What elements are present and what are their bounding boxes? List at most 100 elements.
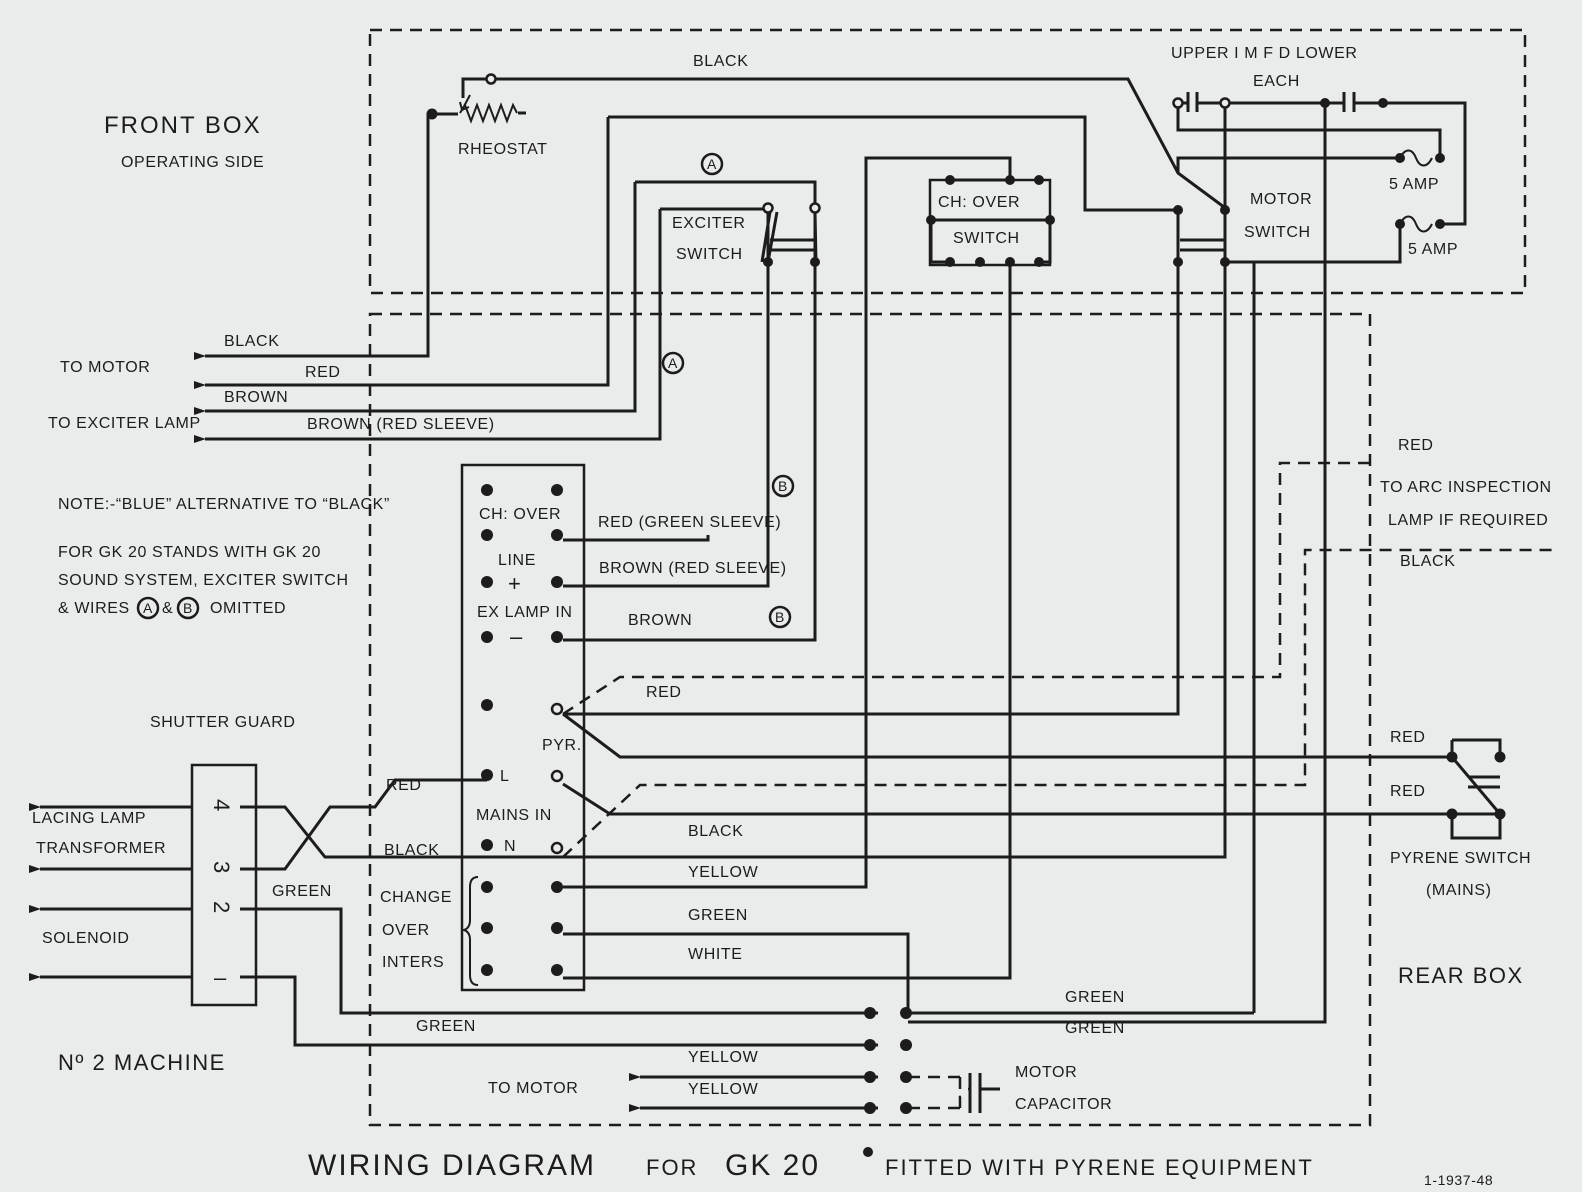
green-label-2: GREEN bbox=[1065, 1020, 1125, 1037]
rear-box: REAR BOX RED TO ARC INSPECTION LAMP IF R… bbox=[1380, 437, 1551, 988]
motor-switch bbox=[1176, 212, 1227, 262]
arc-inspection-2: LAMP IF REQUIRED bbox=[1388, 512, 1548, 529]
yellow-label-2: YELLOW bbox=[688, 1081, 759, 1098]
svg-text:B: B bbox=[183, 600, 193, 616]
rear-red-2: RED bbox=[1390, 783, 1426, 800]
yellow-label-1: YELLOW bbox=[688, 1049, 759, 1066]
capacitor-lower bbox=[1342, 92, 1356, 112]
tb-ex-lamp-in: EX LAMP IN bbox=[477, 604, 573, 621]
to-motor-bottom: TO MOTOR bbox=[488, 1080, 578, 1097]
rear-red-top: RED bbox=[1398, 437, 1434, 454]
title-model: GK 20 bbox=[725, 1149, 820, 1182]
front-box-title: FRONT BOX bbox=[104, 112, 262, 139]
wire-red: RED bbox=[646, 684, 682, 701]
transformer-label: TRANSFORMER bbox=[36, 840, 166, 857]
tb-ch-over: CH: OVER bbox=[479, 506, 561, 523]
fuse-upper-label: 5 AMP bbox=[1389, 176, 1439, 193]
front-box-subtitle: OPERATING SIDE bbox=[121, 154, 264, 171]
motor-capacitor-label-2: CAPACITOR bbox=[1015, 1096, 1112, 1113]
title-for: FOR bbox=[646, 1155, 698, 1180]
wire-green: GREEN bbox=[688, 907, 748, 924]
black-wire-label: BLACK bbox=[693, 53, 748, 70]
rear-black: BLACK bbox=[1400, 553, 1455, 570]
tb-change: CHANGE bbox=[380, 889, 452, 906]
motor-switch-label-2: SWITCH bbox=[1244, 224, 1311, 241]
terminal-3: 3 bbox=[209, 861, 234, 875]
rheostat-label: RHEOSTAT bbox=[458, 141, 548, 158]
notes: NOTE:-“BLUE” ALTERNATIVE TO “BLACK” FOR … bbox=[58, 496, 390, 620]
title-main: WIRING DIAGRAM bbox=[308, 1149, 596, 1182]
solenoid-label: SOLENOID bbox=[42, 930, 130, 947]
rear-red-1: RED bbox=[1390, 729, 1426, 746]
note-line-4a: & WIRES bbox=[58, 600, 130, 617]
machine: Nº 2 MACHINE GREEN GREEN GREEN YELLOW YE… bbox=[58, 989, 1125, 1113]
exciter-switch bbox=[760, 211, 818, 263]
svg-text:B: B bbox=[775, 609, 785, 625]
to-exciter-lamp-label: TO EXCITER LAMP bbox=[48, 415, 201, 432]
svg-text:A: A bbox=[707, 156, 717, 172]
sg-black-label: BLACK bbox=[384, 842, 439, 859]
fuse-upper bbox=[1399, 149, 1433, 167]
shutter-guard-title: SHUTTER GUARD bbox=[150, 714, 296, 731]
svg-text:A: A bbox=[143, 600, 153, 616]
title-dot bbox=[863, 1147, 873, 1157]
ch-over-switch bbox=[928, 178, 1052, 267]
wire-red-green-sleeve: RED (GREEN SLEEVE) bbox=[598, 514, 781, 531]
pyrene-switch-label-1: PYRENE SWITCH bbox=[1390, 850, 1531, 867]
terminal-block bbox=[460, 463, 586, 992]
inters-brace bbox=[460, 876, 479, 986]
tb-line: LINE bbox=[498, 552, 536, 569]
tb-pyr: PYR. bbox=[542, 737, 582, 754]
terminal-1: – bbox=[214, 965, 228, 990]
sg-red-label: RED bbox=[386, 777, 422, 794]
marker-b-lower: B bbox=[768, 605, 792, 629]
brown-lead-label: BROWN bbox=[224, 389, 288, 406]
tb-inters: INTERS bbox=[382, 954, 444, 971]
green-label-1: GREEN bbox=[1065, 989, 1125, 1006]
fuse-lower bbox=[1399, 215, 1433, 233]
shutter-guard-box bbox=[190, 763, 258, 1007]
shutter-guard: SHUTTER GUARD 4 3 2 – LACING LAMP TRANSF… bbox=[32, 714, 439, 990]
brown-red-sleeve-lead-label: BROWN (RED SLEEVE) bbox=[307, 416, 495, 433]
note-line-4-amp: & bbox=[162, 600, 173, 617]
lacing-lamp-label: LACING LAMP bbox=[32, 810, 146, 827]
terminal-4: 4 bbox=[209, 799, 234, 813]
block-wire-labels: RED (GREEN SLEEVE) BROWN (RED SLEEVE) BR… bbox=[598, 474, 795, 963]
red-lead-label: RED bbox=[305, 364, 341, 381]
capacitor-label-1: UPPER I M F D LOWER bbox=[1171, 45, 1358, 62]
wires bbox=[29, 77, 1502, 1113]
pyrene-switch-label-2: (MAINS) bbox=[1426, 882, 1492, 899]
tb-over: OVER bbox=[382, 922, 430, 939]
capacitor-upper bbox=[1186, 92, 1199, 112]
box-outlines bbox=[190, 28, 1527, 1127]
tb-minus: – bbox=[510, 624, 524, 649]
svg-text:A: A bbox=[668, 355, 678, 371]
tb-mains-in: MAINS IN bbox=[476, 807, 552, 824]
wire-black: BLACK bbox=[688, 823, 743, 840]
svg-text:B: B bbox=[778, 478, 788, 494]
title: WIRING DIAGRAM FOR GK 20 FITTED WITH PYR… bbox=[308, 1147, 1493, 1188]
note-marker-a: A bbox=[136, 596, 160, 620]
sg-green-label: GREEN bbox=[272, 883, 332, 900]
to-motor-label: TO MOTOR bbox=[60, 359, 150, 376]
wire-brown: BROWN bbox=[628, 612, 692, 629]
marker-b-upper: B bbox=[771, 474, 795, 498]
note-line-1: NOTE:-“BLUE” ALTERNATIVE TO “BLACK” bbox=[58, 496, 390, 513]
front-box-outline bbox=[368, 28, 1527, 295]
note-line-4b: OMITTED bbox=[210, 600, 286, 617]
motor-capacitor-label-1: MOTOR bbox=[1015, 1064, 1077, 1081]
exciter-switch-label-1: EXCITER bbox=[672, 215, 746, 232]
marker-a-front: A bbox=[700, 152, 724, 176]
black-lead-label: BLACK bbox=[224, 333, 279, 350]
machine-label: Nº 2 MACHINE bbox=[58, 1050, 226, 1075]
note-line-2: FOR GK 20 STANDS WITH GK 20 bbox=[58, 544, 321, 561]
fuse-lower-label: 5 AMP bbox=[1408, 241, 1458, 258]
marker-a-left: A bbox=[661, 351, 685, 375]
wire-brown-red-sleeve: BROWN (RED SLEEVE) bbox=[599, 560, 787, 577]
motor-switch-label-1: MOTOR bbox=[1250, 191, 1312, 208]
left-leads: TO MOTOR TO EXCITER LAMP BLACK RED BROWN… bbox=[48, 333, 685, 433]
title-rest: FITTED WITH PYRENE EQUIPMENT bbox=[885, 1155, 1314, 1180]
ch-over-switch-label-2: SWITCH bbox=[953, 230, 1020, 247]
exciter-switch-label-2: SWITCH bbox=[676, 246, 743, 263]
